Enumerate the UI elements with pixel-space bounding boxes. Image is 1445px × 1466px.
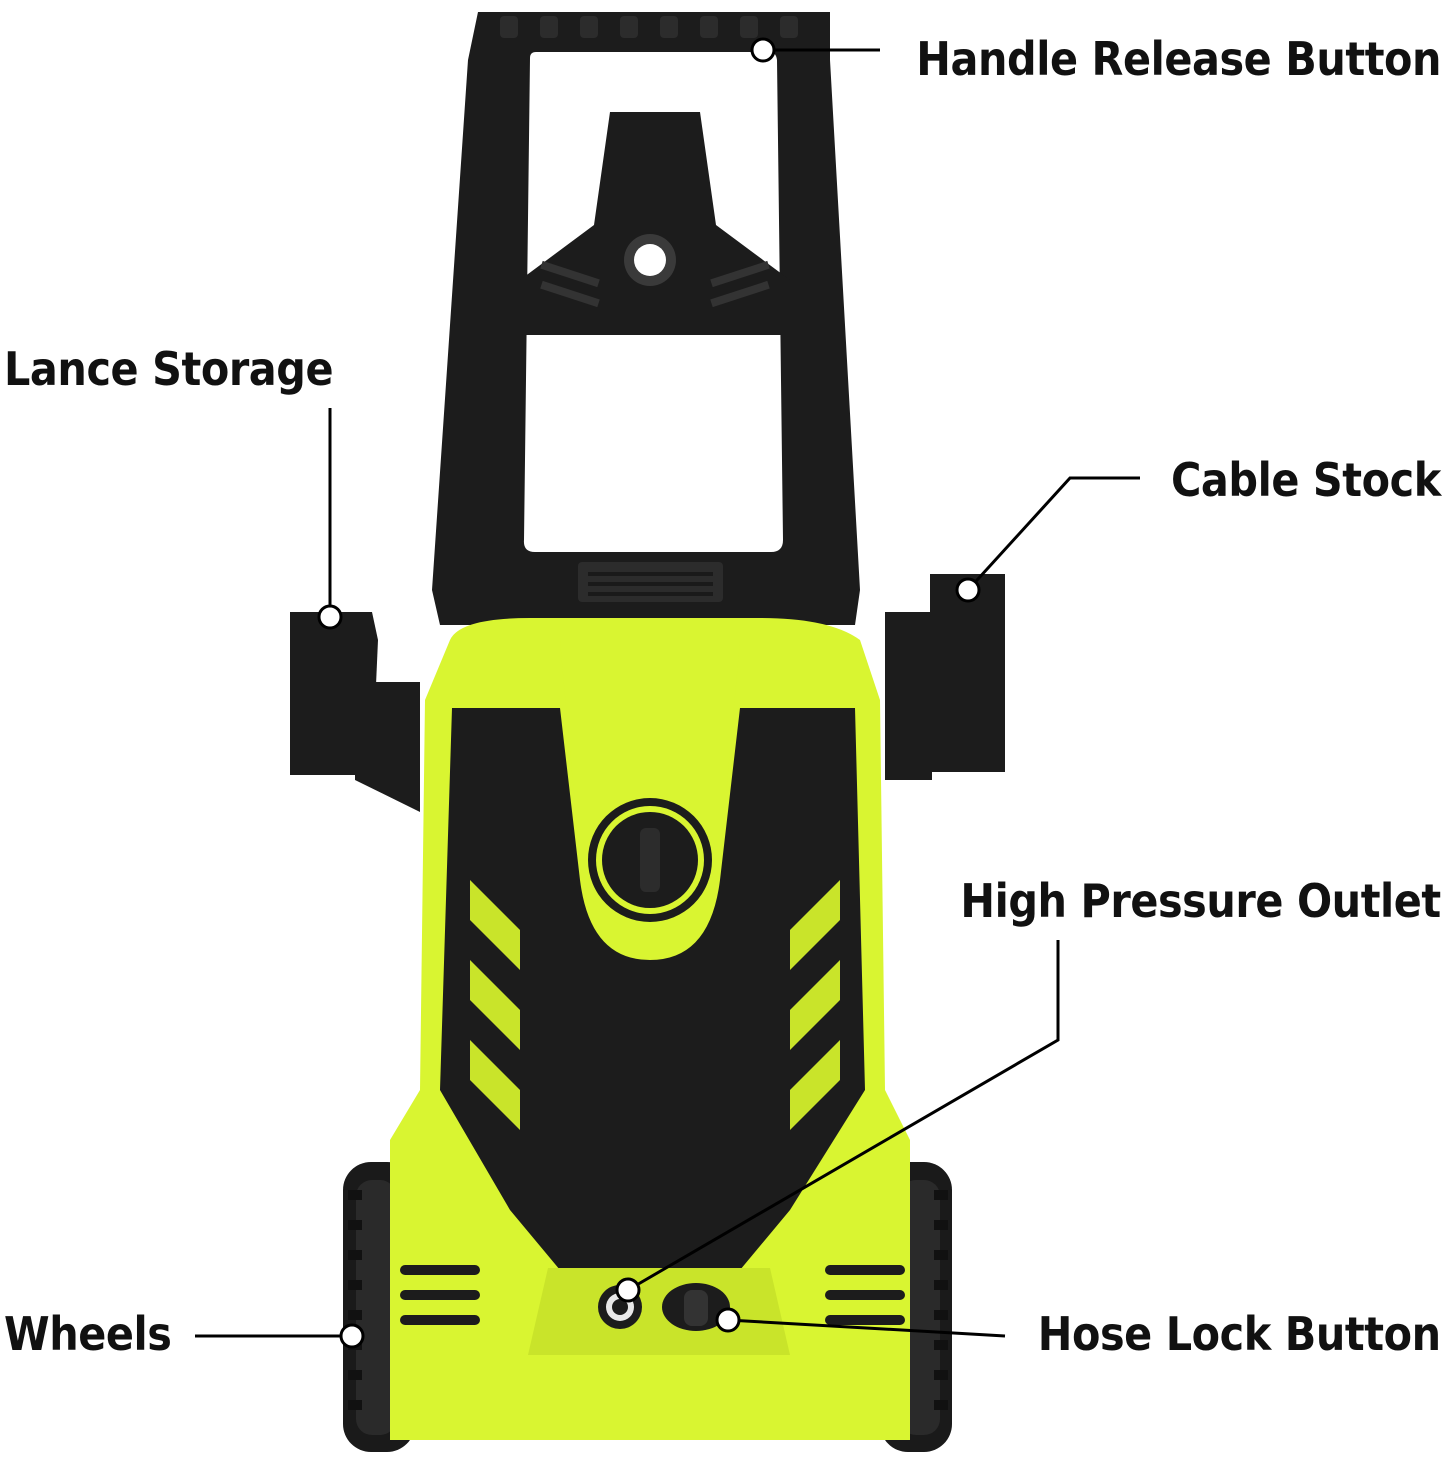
hose-lock-dot xyxy=(715,1307,741,1333)
high-pressure-outlet-dot xyxy=(615,1277,641,1303)
leader-lines xyxy=(195,48,1140,1338)
right-holder xyxy=(885,574,1005,780)
cable-stock-label: Cable Stock xyxy=(1171,453,1441,507)
left-holder xyxy=(290,612,420,812)
handle-release-dot xyxy=(750,37,776,63)
leader-dots xyxy=(317,37,981,1349)
lance-storage-label: Lance Storage xyxy=(4,342,334,396)
main-body xyxy=(390,618,910,1440)
handle-release-button-label: Handle Release Button xyxy=(916,32,1441,86)
hose-lock-button-label: Hose Lock Button xyxy=(1038,1307,1441,1361)
high-pressure-outlet-label: High Pressure Outlet xyxy=(960,874,1442,928)
lance-storage-dot xyxy=(317,604,343,630)
cable-stock-dot xyxy=(955,577,981,603)
handle-frame xyxy=(432,12,860,625)
wheels-dot xyxy=(339,1323,365,1349)
wheels-label: Wheels xyxy=(4,1307,172,1361)
